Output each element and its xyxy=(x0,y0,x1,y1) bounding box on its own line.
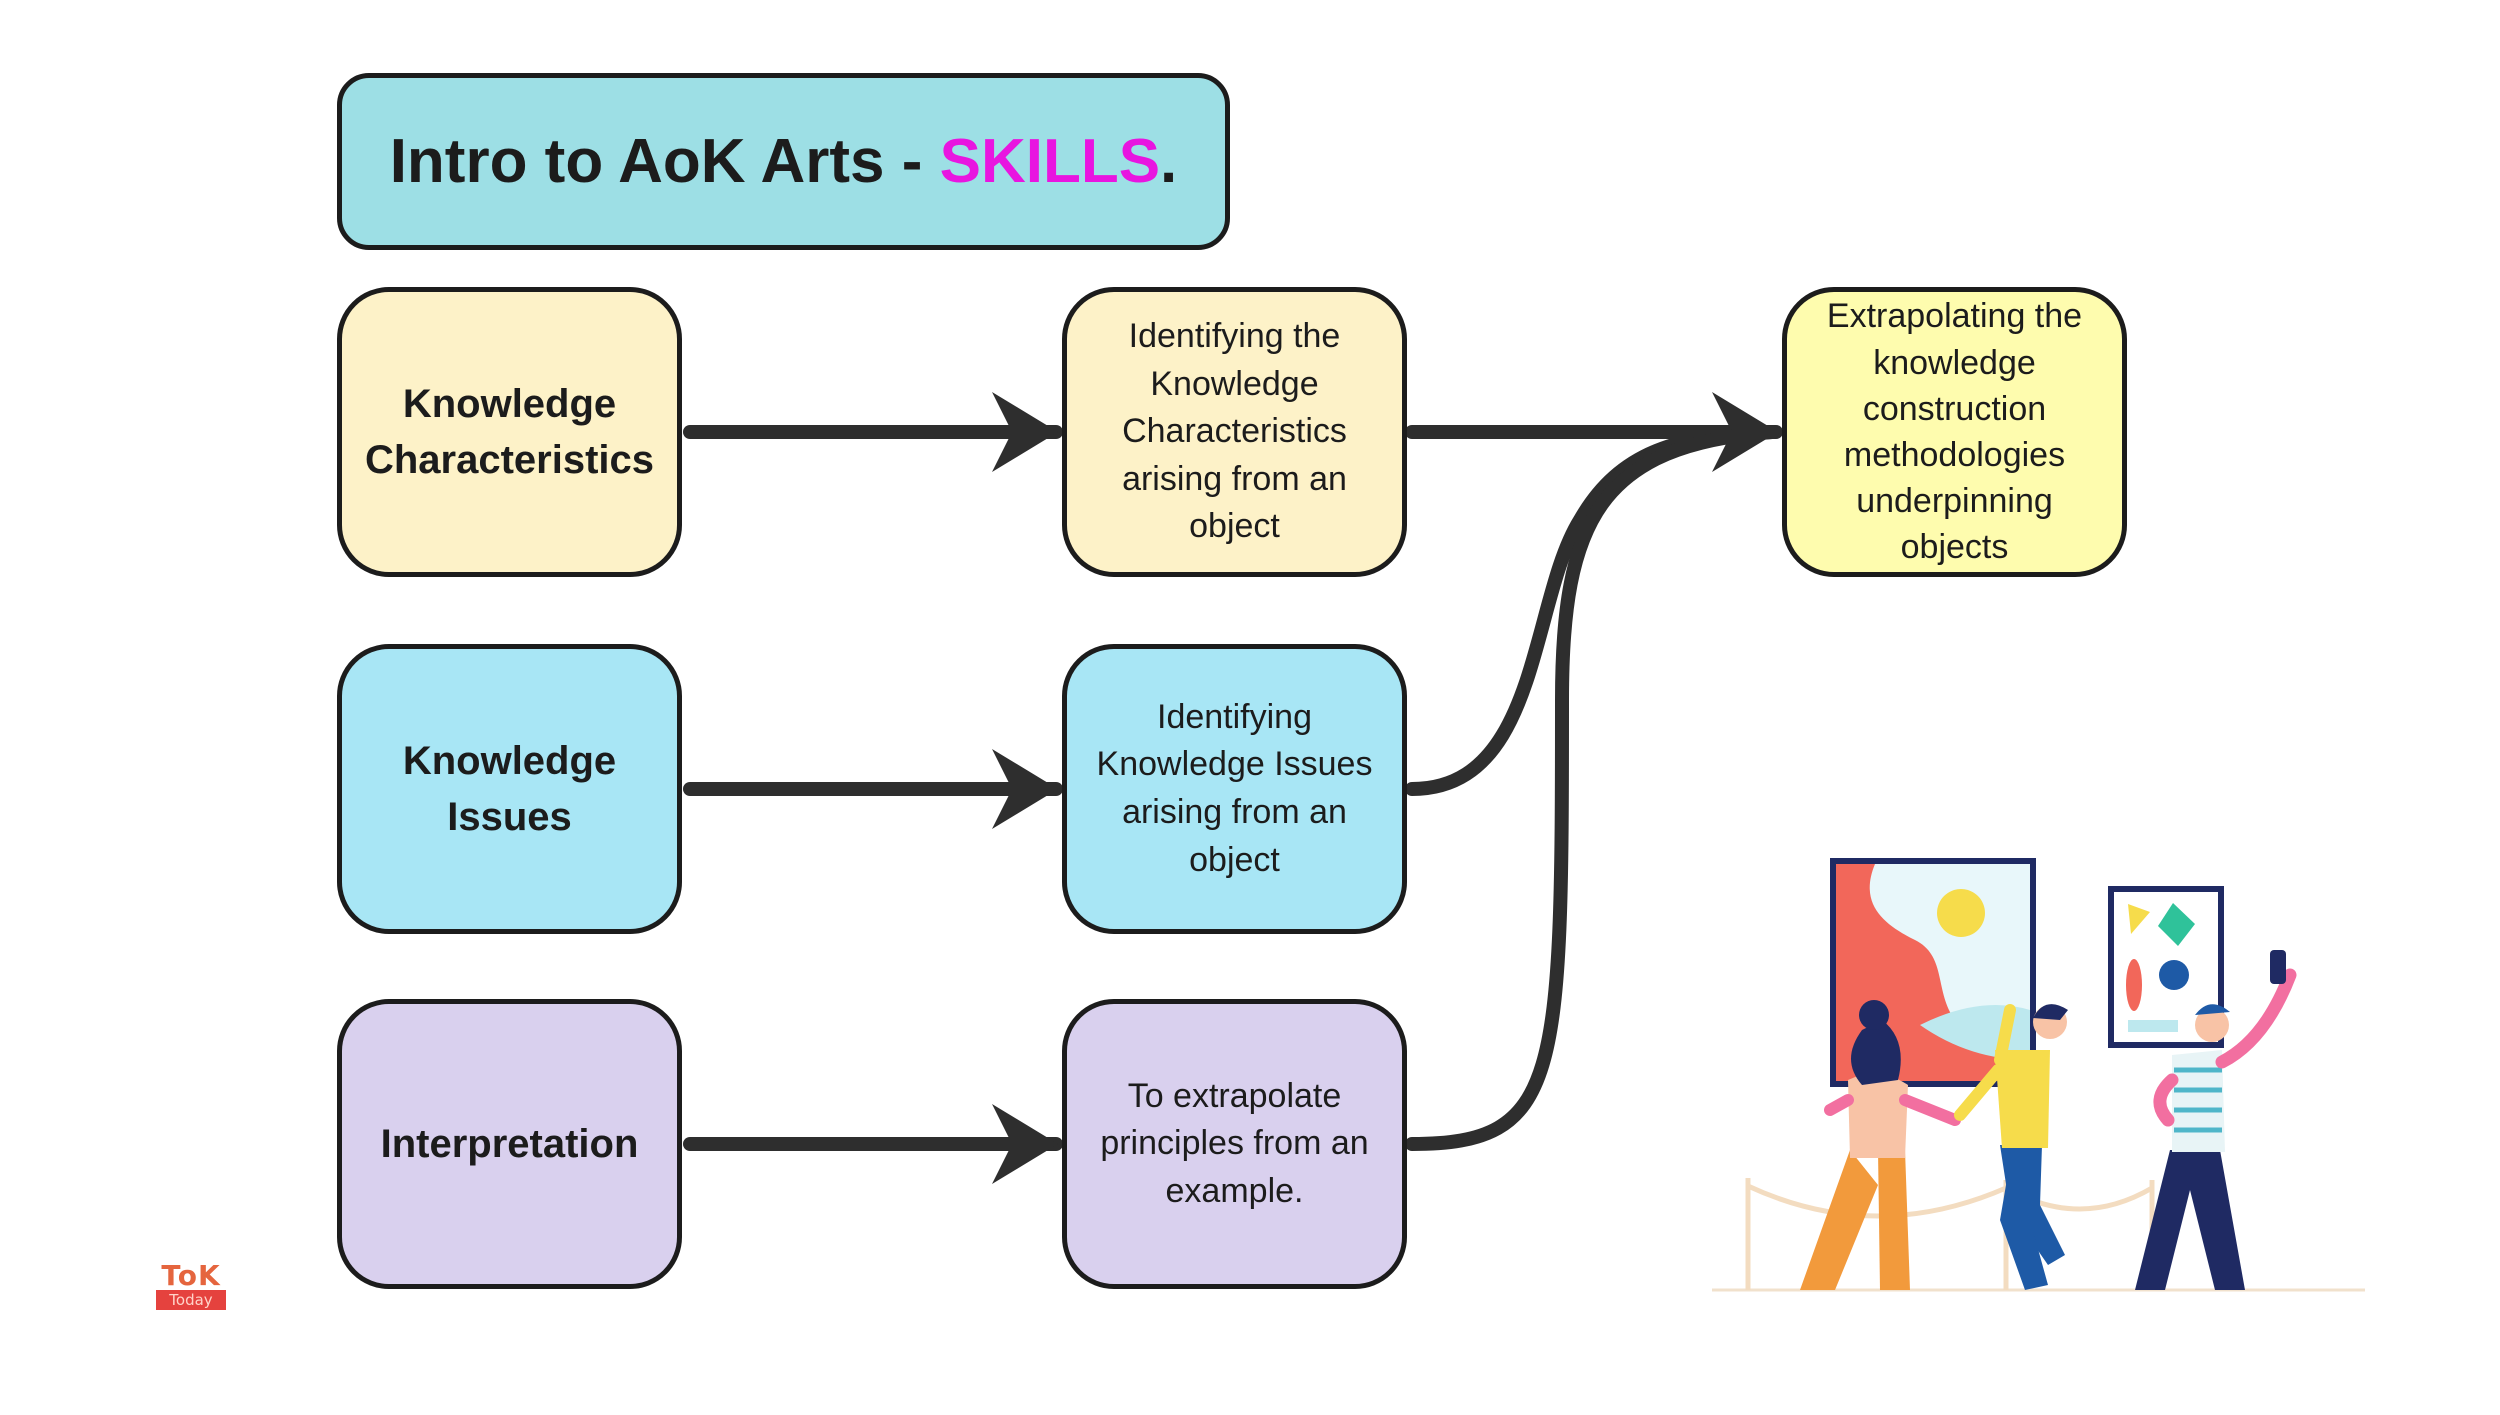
title-box: Intro to AoK Arts - SKILLS. xyxy=(337,73,1230,250)
box-interpretation: Interpretation xyxy=(337,999,682,1289)
connector-row2-mid-to-result xyxy=(1405,425,1779,796)
box-extrapolate-principles: To extrapolate principles from an exampl… xyxy=(1062,999,1407,1289)
box-label: Identifying the Knowledge Characteristic… xyxy=(1122,317,1347,546)
box-label: Extrapolating the knowledge construction… xyxy=(1826,297,2083,567)
box-identifying-characteristics: Identifying the Knowledge Characteristic… xyxy=(1062,287,1407,577)
box-label: Knowledge Issues xyxy=(402,739,617,839)
box-knowledge-characteristics: Knowledge Characteristics xyxy=(337,287,682,577)
title-text: Intro to AoK Arts - SKILLS. xyxy=(389,127,1178,196)
gallery-illustration xyxy=(1712,858,2365,1292)
box-extrapolating-methodologies: Extrapolating the knowledge construction… xyxy=(1782,287,2127,577)
box-identifying-issues: Identifying Knowledge Issues arising fro… xyxy=(1062,644,1407,934)
box-knowledge-issues: Knowledge Issues xyxy=(337,644,682,934)
tok-today-logo: ToK Today xyxy=(156,1262,226,1310)
logo-bottom-text: Today xyxy=(156,1290,226,1310)
connector-row3-mid-to-result xyxy=(1405,425,1779,1151)
logo-top-text: ToK xyxy=(161,1259,221,1292)
box-label: To extrapolate principles from an exampl… xyxy=(1100,1076,1369,1210)
box-label: Interpretation xyxy=(380,1122,639,1166)
box-label: Knowledge Characteristics xyxy=(364,382,655,482)
box-label: Identifying Knowledge Issues arising fro… xyxy=(1096,697,1373,879)
title-accent: SKILLS xyxy=(939,127,1161,196)
